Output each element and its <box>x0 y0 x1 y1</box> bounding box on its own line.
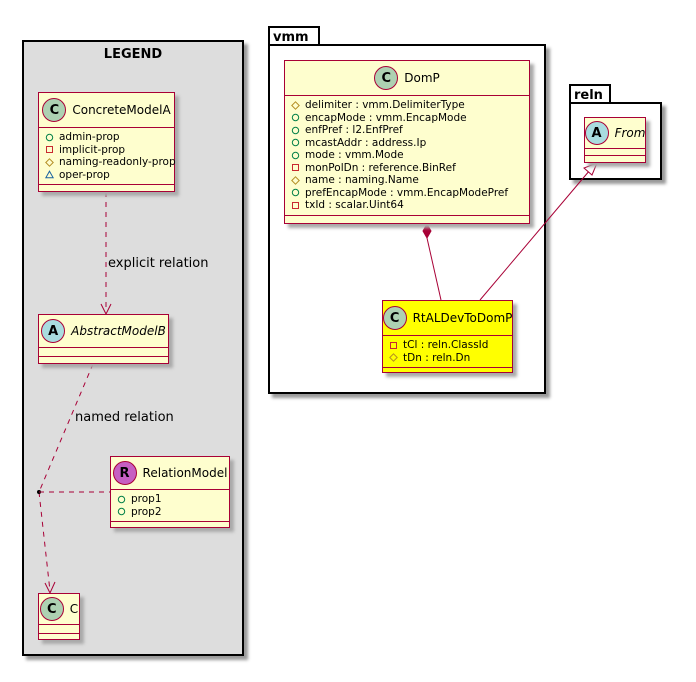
attribute-row: mode : vmm.Mode <box>291 149 523 162</box>
explicit-relation-label: explicit relation <box>108 256 209 271</box>
class-name: RelationModel <box>142 466 228 480</box>
class-name: DomP <box>404 71 440 85</box>
attribute-row: admin-prop <box>45 131 168 144</box>
class-name: C <box>69 602 79 616</box>
public-visibility-icon <box>45 133 54 142</box>
generalization-arrow <box>583 162 598 176</box>
attribute-row: enfPref : l2.EnfPref <box>291 124 523 137</box>
legend-title: LEGEND <box>103 47 163 62</box>
private-visibility-icon <box>291 163 300 172</box>
attribute-row: encapMode : vmm.EncapMode <box>291 112 523 125</box>
vmm-package-label: vmm <box>273 30 309 45</box>
attribute-row: prefEncapMode : vmm.EncapModePref <box>291 187 523 200</box>
composition-line <box>426 237 442 301</box>
reln-package-tab: reln <box>569 84 611 104</box>
class-stereotype-icon: R <box>112 461 137 485</box>
attribute-row: implicit-prop <box>45 144 168 157</box>
private-visibility-icon <box>45 145 54 154</box>
attribute-row: txId : scalar.Uint64 <box>291 199 523 212</box>
public-visibility-icon <box>291 126 300 135</box>
vmm-package-tab: vmm <box>268 26 320 46</box>
class-relation-model[interactable]: R RelationModel prop1 prop2 <box>110 456 230 528</box>
public-visibility-icon <box>291 151 300 160</box>
attribute-row: tDn : reln.Dn <box>389 352 506 365</box>
attribute-row: oper-prop <box>45 169 168 182</box>
attribute-row: prop1 <box>117 493 223 506</box>
class-stereotype-icon: C <box>39 597 64 621</box>
private-visibility-icon <box>389 341 398 350</box>
composition-diamond <box>422 222 432 240</box>
class-name: RtALDevToDomP <box>412 311 513 325</box>
generalization-line <box>479 169 591 301</box>
class-stereotype-icon: A <box>584 121 609 145</box>
attribute-row: name : naming.Name <box>291 174 523 187</box>
protected-visibility-icon <box>291 100 300 110</box>
class-stereotype-icon: C <box>382 306 407 330</box>
private-visibility-icon <box>291 201 300 210</box>
package-visibility-icon <box>45 170 54 179</box>
class-name: ConcreteModelA <box>72 103 171 117</box>
public-visibility-icon <box>117 495 126 504</box>
attribute-row: delimiter : vmm.DelimiterType <box>291 99 523 112</box>
named-relation-label: named relation <box>75 410 174 425</box>
named-relation-line-2 <box>38 491 51 592</box>
public-visibility-icon <box>291 138 300 147</box>
named-relation-arrow <box>44 581 56 595</box>
class-abstract-model-b[interactable]: A AbstractModelB <box>38 314 169 364</box>
attribute-row: prop2 <box>117 506 223 519</box>
public-visibility-icon <box>117 507 126 516</box>
class-stereotype-icon: A <box>41 319 66 343</box>
attribute-row: monPolDn : reference.BinRef <box>291 162 523 175</box>
attribute-row: tCl : reln.ClassId <box>389 339 506 352</box>
public-visibility-icon <box>291 113 300 122</box>
protected-visibility-icon <box>389 353 398 363</box>
class-domp[interactable]: C DomP delimiter : vmm.DelimiterType enc… <box>284 60 530 224</box>
protected-visibility-icon <box>45 157 54 167</box>
class-name: From <box>614 126 646 140</box>
named-relation-line <box>38 363 94 493</box>
public-visibility-icon <box>291 188 300 197</box>
class-c[interactable]: C C <box>38 593 80 640</box>
reln-package-label: reln <box>574 88 603 103</box>
class-concrete-model-a[interactable]: C ConcreteModelA admin-prop implicit-pro… <box>38 92 176 192</box>
attribute-row: mcastAddr : address.Ip <box>291 137 523 150</box>
attribute-row: naming-readonly-prop <box>45 156 176 169</box>
class-name: AbstractModelB <box>71 324 166 338</box>
class-stereotype-icon: C <box>42 98 67 122</box>
class-rtaldevtodomp[interactable]: C RtALDevToDomP tCl : reln.ClassId tDn :… <box>382 300 513 373</box>
protected-visibility-icon <box>291 175 300 185</box>
class-stereotype-icon: C <box>374 66 399 90</box>
class-from[interactable]: A From <box>584 117 646 163</box>
